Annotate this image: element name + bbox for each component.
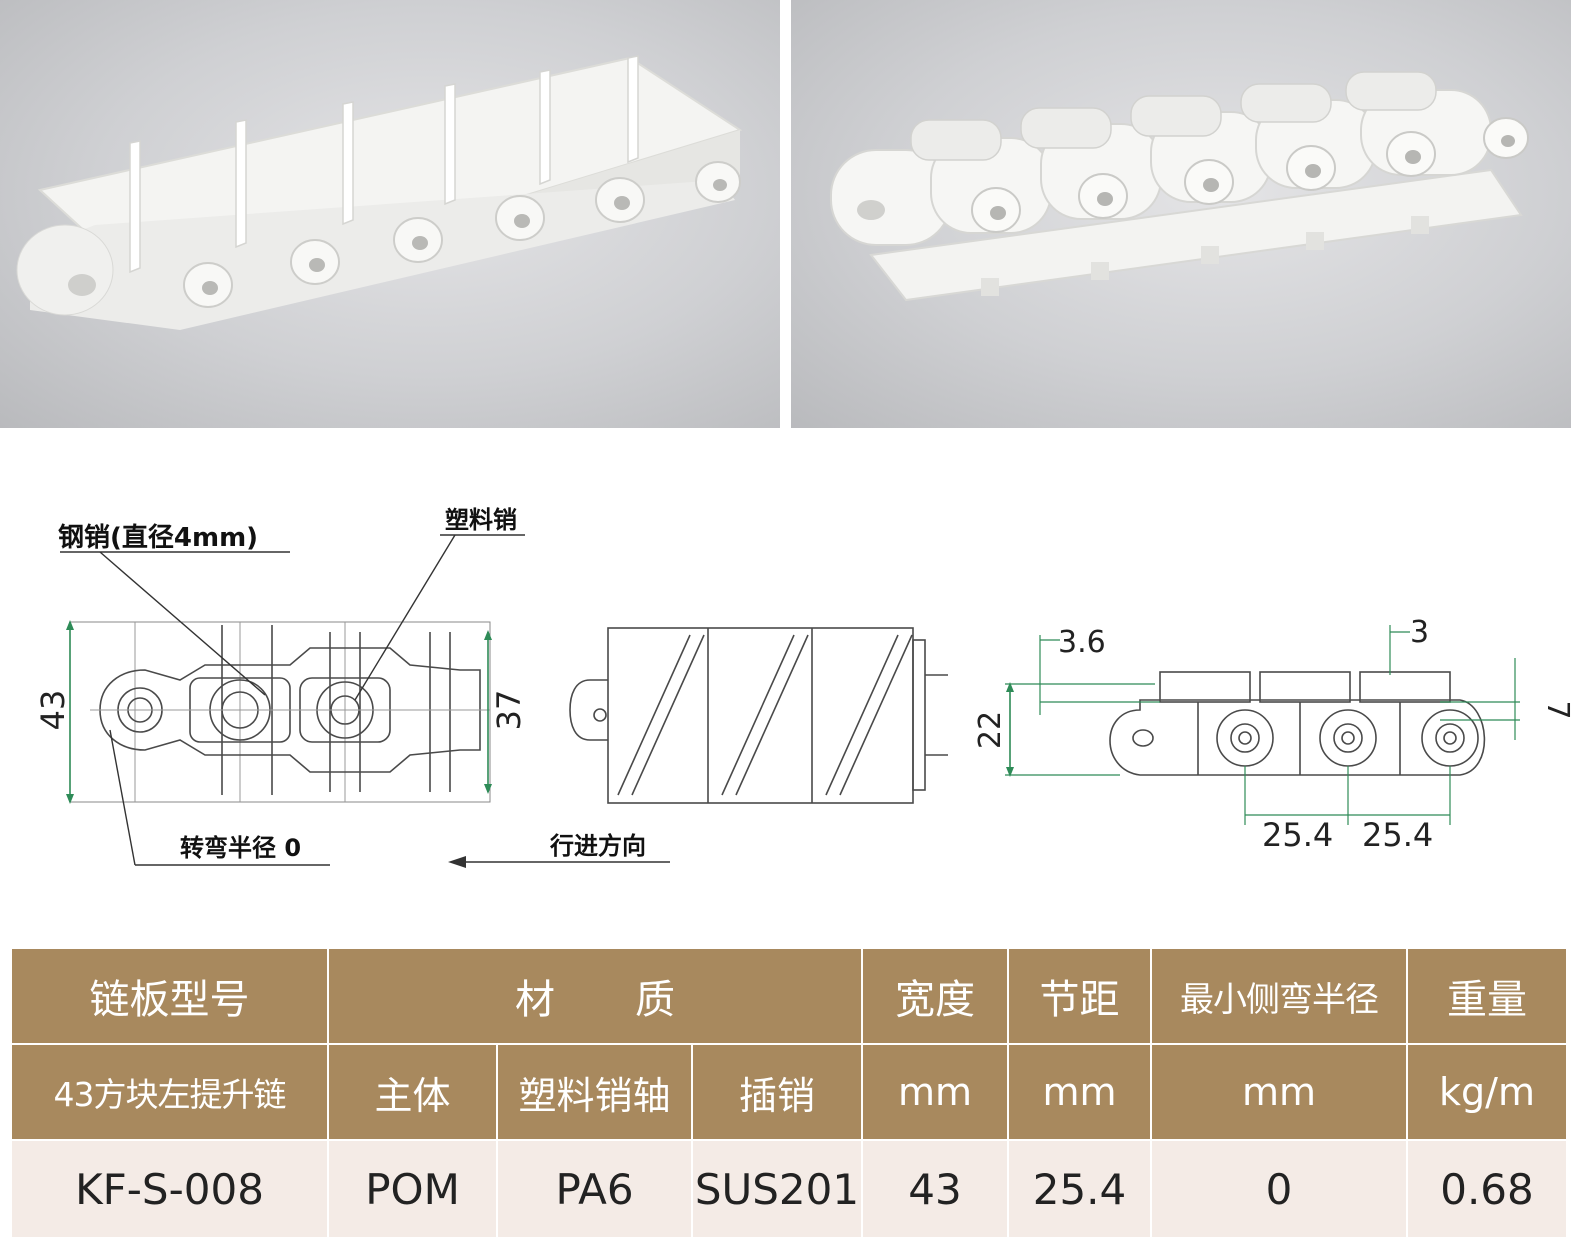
- header-weight: 重量: [1406, 947, 1568, 1045]
- subheader-weight-unit: kg/m: [1406, 1043, 1568, 1141]
- callout-turn-radius: 转弯半径 0: [180, 834, 301, 862]
- table-subheader-row: 43方块左提升链 主体 塑料销轴 插销 mm mm mm kg/m: [10, 1043, 1568, 1141]
- subheader-model-name: 43方块左提升链: [10, 1043, 329, 1141]
- dim-pitch-a: 25.4: [1262, 816, 1333, 854]
- dim-height-22: 22: [973, 711, 1008, 749]
- dim-offset-3-6: 3.6: [1058, 625, 1106, 660]
- callout-plastic-pin: 塑料销: [445, 506, 517, 534]
- dim-offset-3: 3: [1410, 615, 1429, 650]
- dim-width-37: 37: [490, 690, 528, 731]
- table-header-row: 链板型号 材 质 宽度 节距 最小侧弯半径 重量: [10, 947, 1568, 1045]
- header-pitch: 节距: [1007, 947, 1152, 1045]
- subheader-width-unit: mm: [861, 1043, 1009, 1141]
- product-photo-bottom-view: [791, 0, 1571, 428]
- cell-plastic-pin: PA6: [496, 1139, 693, 1239]
- product-photo-top-view: [0, 0, 780, 428]
- subheader-radius-unit: mm: [1150, 1043, 1408, 1141]
- drawing-canvas: 钢销(直径4mm) 塑料销 转弯半径 0 行进方向 43 37 3.6 3 22…: [34, 506, 1571, 868]
- chain-photo-illustration-left: [16, 55, 743, 330]
- header-material: 材 质: [327, 947, 863, 1045]
- subheader-pin: 插销: [691, 1043, 863, 1141]
- header-model: 链板型号: [10, 947, 329, 1045]
- cell-width: 43: [861, 1139, 1009, 1239]
- callout-steel-pin: 钢销(直径4mm): [58, 523, 258, 553]
- dim-height-7: 7: [1540, 700, 1571, 719]
- cell-min-radius: 0: [1150, 1139, 1408, 1239]
- callout-travel-direction: 行进方向: [549, 832, 646, 860]
- cell-body: POM: [327, 1139, 498, 1239]
- subheader-body: 主体: [327, 1043, 498, 1141]
- dim-width-43: 43: [34, 690, 72, 731]
- subheader-pitch-unit: mm: [1007, 1043, 1152, 1141]
- subheader-plastic-pin: 塑料销轴: [496, 1043, 693, 1141]
- spec-table: 链板型号 材 质 宽度 节距 最小侧弯半径 重量 43方块左提升链 主体 塑料销…: [10, 947, 1568, 1239]
- cell-pin: SUS201: [691, 1139, 863, 1239]
- technical-drawing: 钢销(直径4mm) 塑料销 转弯半径 0 行进方向 43 37 3.6 3 22…: [0, 470, 1571, 890]
- cell-pitch: 25.4: [1007, 1139, 1152, 1239]
- table-row: KF-S-008 POM PA6 SUS201 43 25.4 0 0.68: [10, 1139, 1568, 1239]
- header-min-radius: 最小侧弯半径: [1150, 947, 1408, 1045]
- cell-model: KF-S-008: [10, 1139, 329, 1239]
- header-width: 宽度: [861, 947, 1009, 1045]
- dim-pitch-b: 25.4: [1362, 816, 1433, 854]
- chain-photo-illustration-right: [830, 71, 1529, 302]
- cell-weight: 0.68: [1406, 1139, 1568, 1239]
